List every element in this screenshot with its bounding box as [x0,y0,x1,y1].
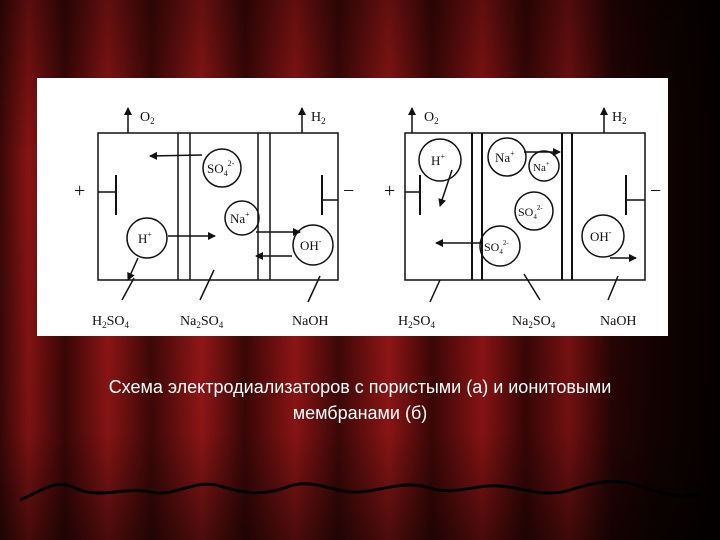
ion-so4-2-b: SO42- [484,239,509,256]
ion-circle-oh-b [581,214,625,258]
ion-circle-h-b [418,138,462,182]
label-middle-b: Na2SO4 [512,314,556,330]
slide-caption: Схема электродиализаторов с пористыми (а… [40,374,680,426]
o2-label-a: O2 [140,110,155,126]
ion-circle-na2-b [528,150,560,182]
minus-sign-b: − [650,180,661,202]
pointer-left-a [121,277,135,301]
ion-oh-b: OH- [590,228,612,244]
ion-circle-so4-1-b [514,191,554,231]
label-right-b: NaOH [600,314,637,329]
label-left-a: H2SO4 [92,314,130,330]
ion-h-a: H+ [138,230,152,246]
diagram-a-text: + − O2 H2 SO42- Na+ H+ OH- H2SO4 Na2SO4 … [74,110,354,330]
ion-h-b: H+ [431,152,445,168]
pointer-left-b [429,279,441,303]
arrow-h-down-b [438,169,453,207]
cell-b-body [404,132,646,281]
label-left-b: H2SO4 [398,314,436,330]
ion-so4-a: SO42- [207,159,235,178]
pointer-right-a [307,275,321,303]
ion-circle-so4-2-b [479,225,521,267]
label-right-a: NaOH [292,314,329,329]
pointer-right-b [607,275,619,301]
ion-so4-1-b: SO42- [518,204,543,221]
ion-circle-oh-a [292,224,334,266]
cell-a-body [97,132,339,281]
ion-na1-b: Na+ [495,149,515,165]
arrow-so4-a [149,151,203,160]
diagram-panel [37,78,668,336]
ion-na2-b: Na+ [533,160,550,174]
plus-sign-b: + [384,180,395,202]
h2-label-b: H2 [612,110,627,126]
ion-circle-na1-b [487,137,527,177]
o2-label-b: O2 [424,110,439,126]
ion-circle-so4-a [202,148,242,188]
diagram-b [404,107,646,303]
caption-line-1: Схема электродиализаторов с пористыми (а… [108,377,612,397]
minus-sign-a: − [343,180,354,202]
plus-sign-a: + [74,180,85,202]
pointer-mid-a [199,269,215,301]
ion-circle-h-a [126,217,168,259]
caption-line-2: мембранами (б) [292,403,428,423]
curtain-hem [19,480,701,502]
arrow-h-down-a [127,257,139,281]
pointer-mid-b [523,273,541,301]
ion-na-a: Na+ [230,210,250,226]
ion-circle-na-a [224,200,260,236]
label-middle-a: Na2SO4 [180,314,224,330]
diagram-b-text: + − O2 H2 H+ Na+ Na+ SO42- SO42- OH- H2S… [384,110,661,330]
h2-label-a: H2 [311,110,326,126]
diagram-a [97,107,339,303]
ion-oh-a: OH- [300,237,322,253]
